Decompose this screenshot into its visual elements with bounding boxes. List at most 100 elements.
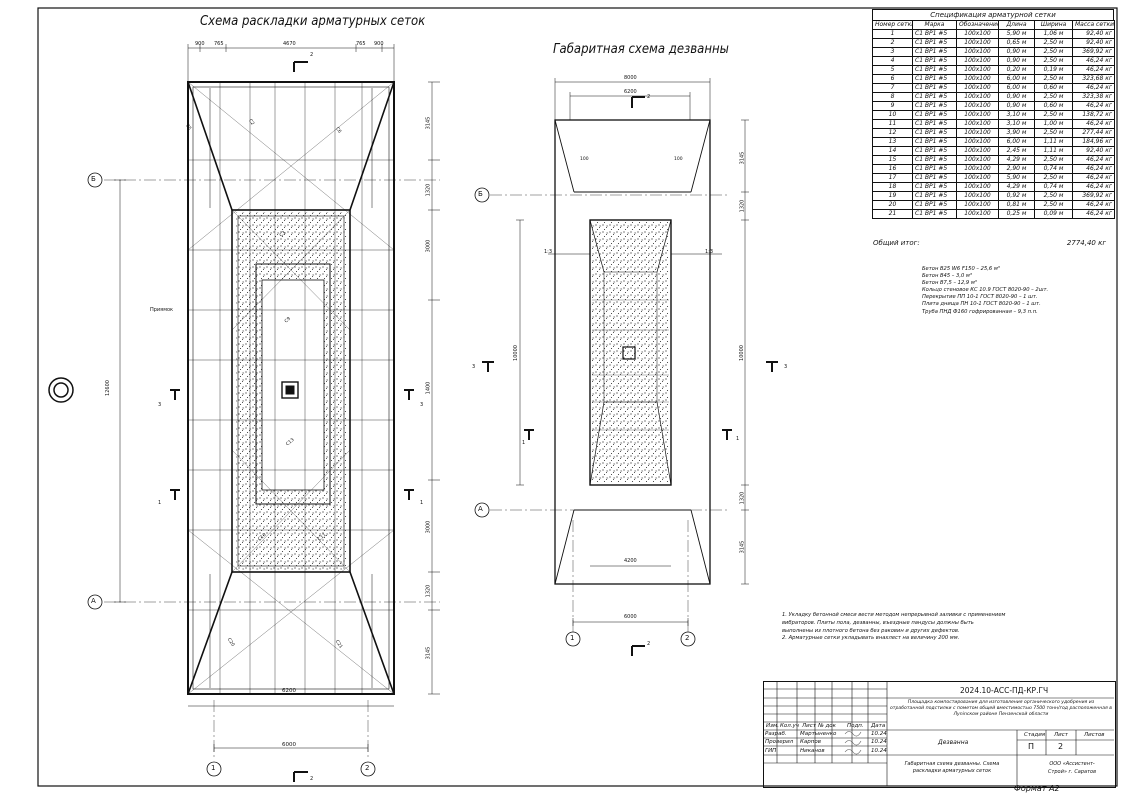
spec-cell: 0,92 м	[998, 191, 1035, 201]
spec-cell: 100х100	[956, 173, 999, 183]
spec-cell: 100х100	[956, 209, 999, 219]
spec-cell: 46,24 кг	[1072, 173, 1115, 183]
dim-right-5: 3000	[425, 520, 432, 534]
spec-cell: 16	[872, 164, 913, 174]
tb-role: Разраб.	[765, 731, 787, 737]
spec-cell: 100х100	[956, 92, 999, 102]
spec-total-row: Общий итог: 2774,40 кг	[872, 239, 1114, 248]
spec-cell: 5,90 м	[998, 173, 1035, 183]
spec-cell: 1,06 м	[1034, 29, 1073, 39]
spec-cell: 6	[872, 74, 913, 84]
spec-cell: 323,38 кг	[1072, 92, 1115, 102]
spec-cell: 100х100	[956, 182, 999, 192]
pit-callout: Приямок	[150, 307, 174, 313]
stage-label: Стадия	[1024, 732, 1046, 738]
spec-cell: 13	[872, 137, 913, 147]
spec-cell: 2,50 м	[1034, 110, 1073, 120]
spec-cell: 3,90 м	[998, 128, 1035, 138]
spec-cell: 100х100	[956, 200, 999, 210]
section-2-top: 2	[647, 94, 651, 100]
dim-small-2: 100	[674, 157, 683, 162]
spec-cell: 0,90 м	[998, 92, 1035, 102]
tb-date: 10.24	[871, 748, 887, 754]
title-block	[763, 681, 1116, 788]
tb-date: 10.24	[871, 739, 887, 745]
spec-cell: 2	[872, 38, 913, 48]
spec-header: Марка	[912, 20, 957, 30]
section-2-top: 2	[310, 52, 314, 58]
spec-header: Номер сетки	[872, 20, 913, 30]
axis-b-right: Б	[478, 190, 483, 198]
spec-header: Ширина	[1034, 20, 1073, 30]
note-line: 2. Арматурные сетки укладывать внахлест …	[782, 635, 960, 642]
spec-cell: 0,09 м	[1034, 209, 1073, 219]
spec-cell: 46,24 кг	[1072, 101, 1115, 111]
tb-header: Подп.	[847, 723, 864, 729]
section-1-left: 1	[158, 500, 162, 506]
dim-top-3: 4670	[283, 41, 296, 47]
dim-top-inner: 6200	[624, 89, 637, 95]
spec-cell: 138,72 кг	[1072, 110, 1115, 120]
sheet-value: 2	[1058, 742, 1064, 751]
dim-right-2: 1320	[739, 199, 746, 213]
slope-right: 1:3	[705, 249, 714, 255]
tb-header: Дата	[871, 723, 886, 729]
spec-cell: 4,29 м	[998, 155, 1035, 165]
spec-cell: 369,92 кг	[1072, 47, 1115, 57]
drawing-title: Габаритная схема дезванны. Схема расклад…	[904, 761, 1000, 774]
spec-cell: 2,50 м	[1034, 191, 1073, 201]
spec-cell: 10	[872, 110, 913, 120]
spec-cell: С1 ВР1 #5	[912, 56, 957, 66]
dim-left: 10000	[512, 345, 519, 361]
spec-cell: 46,24 кг	[1072, 164, 1115, 174]
spec-cell: С1 ВР1 #5	[912, 29, 957, 39]
spec-cell: 17	[872, 173, 913, 183]
doc-code: 2024.10-АСС-ПД-КР.ГЧ	[960, 686, 1049, 695]
left-plan	[104, 44, 440, 782]
spec-cell: 3	[872, 47, 913, 57]
spec-cell: 6,00 м	[998, 74, 1035, 84]
section-2-bottom: 2	[310, 776, 314, 782]
mesh-scheme-title: Схема раскладки арматурных сеток	[200, 14, 426, 29]
dim-small-1: 100	[580, 157, 589, 162]
spec-cell: 21	[872, 209, 913, 219]
tb-role: Проверил	[765, 739, 794, 745]
object-name: Дезванна	[938, 739, 969, 746]
material-line: Перекрытие ПП 10-1 ГОСТ 8020-90 – 1 шт.	[922, 294, 1038, 301]
dim-right-4: 1400	[425, 381, 432, 395]
spec-cell: 2,50 м	[1034, 38, 1073, 48]
tb-name: Никанов	[800, 748, 825, 754]
section-3-right: 3	[784, 364, 788, 370]
spec-cell: 15	[872, 155, 913, 165]
spec-cell: 0,25 м	[998, 209, 1035, 219]
spec-cell: 0,60 м	[1034, 83, 1073, 93]
spec-cell: С1 ВР1 #5	[912, 74, 957, 84]
spec-cell: 2,90 м	[998, 164, 1035, 174]
spec-cell: 46,24 кг	[1072, 56, 1115, 66]
spec-cell: 19	[872, 191, 913, 201]
spec-cell: 100х100	[956, 146, 999, 156]
spec-cell: 0,90 м	[998, 47, 1035, 57]
material-line: Бетон В25 W6 F150 – 25,6 м³	[922, 266, 1000, 272]
spec-cell: 100х100	[956, 65, 999, 75]
spec-cell: 5	[872, 65, 913, 75]
material-line: Бетон В7,5 – 12,9 м³	[922, 280, 977, 287]
tb-header: № док	[818, 723, 836, 729]
spec-cell: 100х100	[956, 110, 999, 120]
spec-cell: 1,00 м	[1034, 119, 1073, 129]
axis-a-right: А	[478, 505, 483, 513]
spec-cell: С1 ВР1 #5	[912, 47, 957, 57]
spec-cell: С1 ВР1 #5	[912, 164, 957, 174]
tb-role: ГИП	[765, 748, 777, 754]
dim-right-4: 1320	[739, 491, 746, 505]
spec-cell: 100х100	[956, 47, 999, 57]
spec-cell: 100х100	[956, 29, 999, 39]
spec-cell: 1,11 м	[1034, 137, 1073, 147]
